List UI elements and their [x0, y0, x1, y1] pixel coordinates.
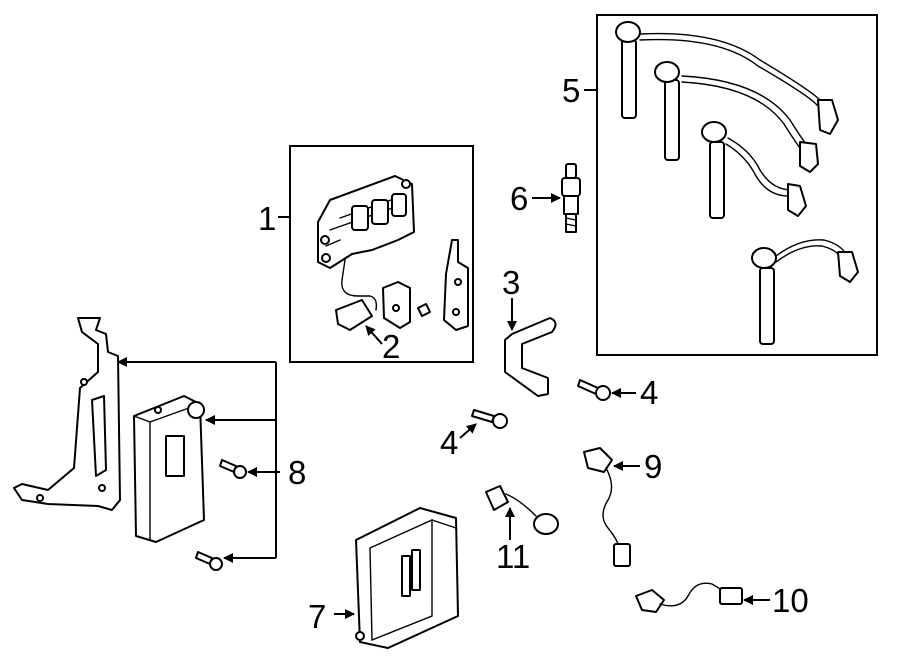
ecm-mounting-bracket: [13, 317, 121, 511]
leader-lines: [117, 89, 770, 619]
callout-6: 6: [510, 180, 528, 217]
coil-boot-2: [799, 141, 819, 173]
callout-7: 7: [308, 598, 326, 635]
bolt-upper: [577, 379, 611, 401]
plug-boot-2: [664, 79, 680, 161]
coil-boot-3: [787, 183, 807, 217]
plug-boot-3: [709, 141, 725, 219]
screw-upper: [219, 459, 247, 479]
wire-set-frame: [596, 14, 878, 356]
oxygen-sensor: [485, 485, 559, 535]
callout-1: 1: [258, 200, 276, 237]
control-module: [133, 395, 205, 543]
callout-3: 3: [502, 264, 520, 301]
spark-plug-wire-set: [596, 14, 878, 356]
camshaft-sensor: [635, 582, 743, 613]
callout-8: 8: [288, 454, 306, 491]
coil-connector: [335, 299, 373, 331]
bolt-lower: [471, 409, 508, 429]
spark-plug: [561, 163, 581, 233]
callout-9: 9: [644, 448, 662, 485]
screw-lower: [195, 551, 223, 571]
coil-group-frame: [289, 145, 474, 363]
plug-boot-4: [759, 267, 775, 345]
coil-boot-4: [837, 251, 859, 283]
callout-10: 10: [772, 582, 809, 619]
coil-boot-1: [817, 99, 839, 135]
ignition-coil-group: [289, 145, 474, 363]
callout-labels: 1 2 3 4 4 5 6 7 8 9 10 11: [258, 72, 809, 635]
callout-11: 11: [496, 538, 530, 575]
mount-bracket: [504, 317, 557, 397]
callout-2: 2: [382, 328, 400, 365]
callout-4-upper: 4: [640, 374, 658, 411]
crankshaft-sensor: [583, 447, 631, 567]
plug-boot-1: [621, 39, 637, 119]
callout-4-lower: 4: [440, 424, 458, 461]
callout-5: 5: [562, 72, 580, 109]
engine-control-module: [355, 507, 459, 649]
